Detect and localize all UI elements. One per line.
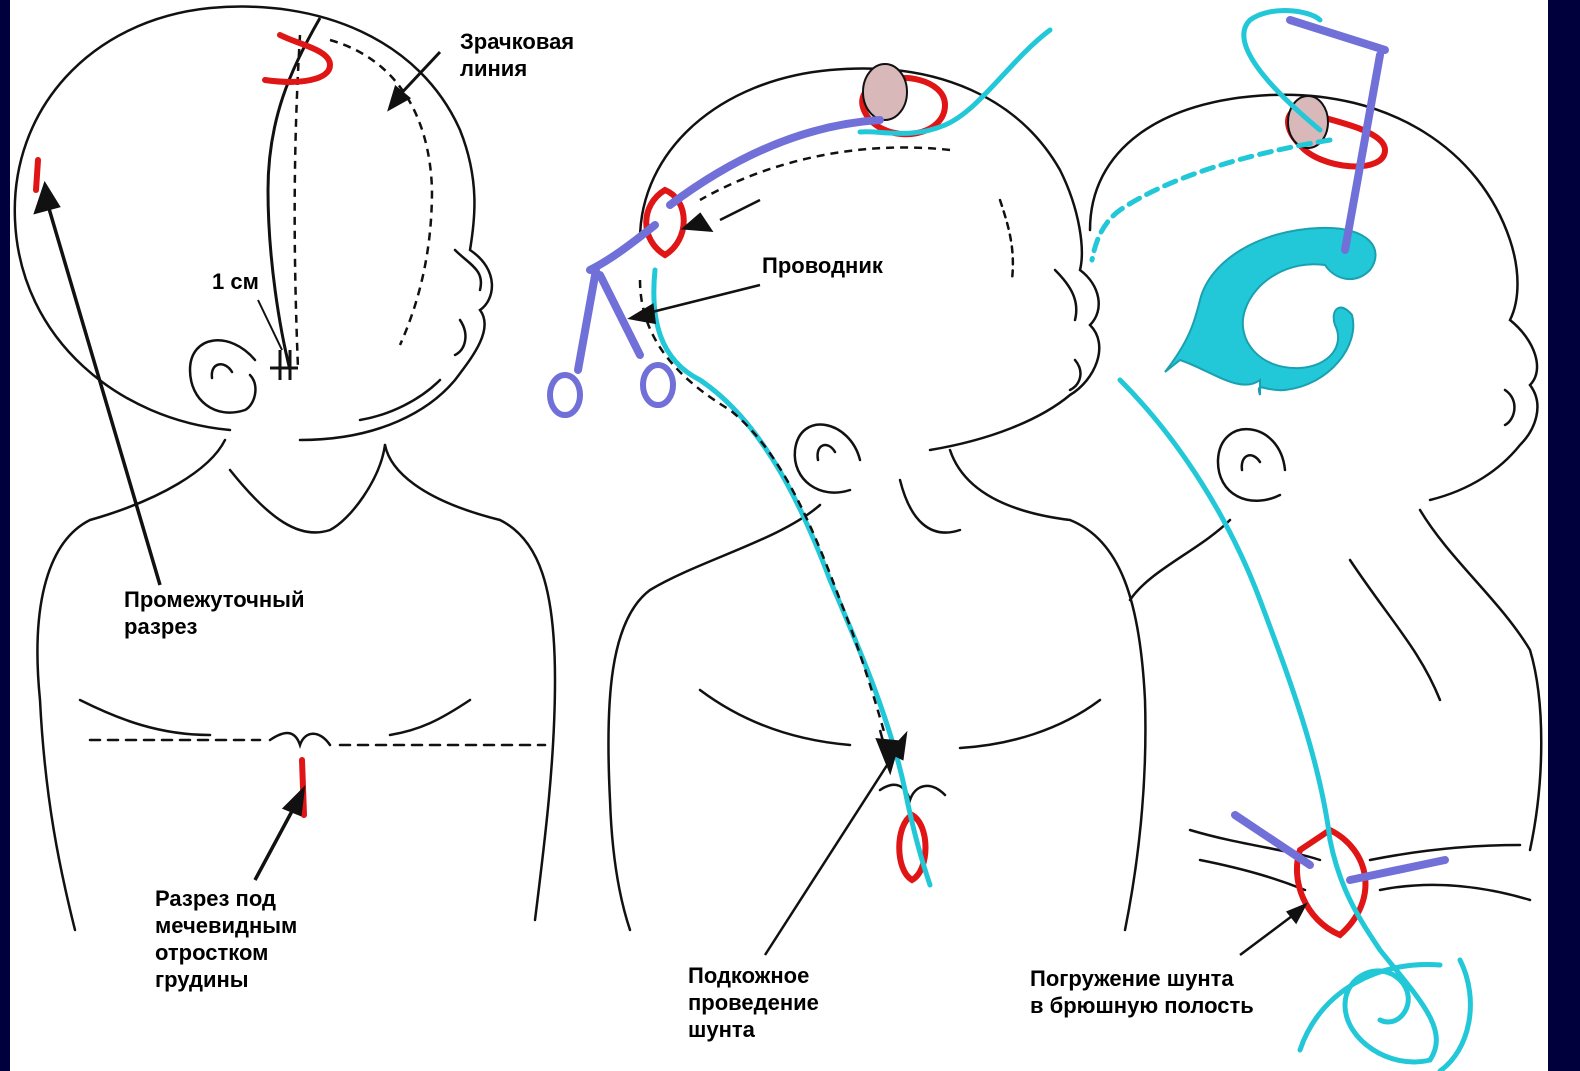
reservoir-2	[863, 64, 907, 120]
subcutaneous-tunneling-label-line3: шунта	[688, 1016, 819, 1043]
xiphoid-incision-label-line2: мечевидным	[155, 912, 297, 939]
peritoneal-insertion-label-line2: в брюшную полость	[1030, 992, 1254, 1019]
subcutaneous-tunneling-label: Подкожное проведение шунта	[688, 962, 819, 1043]
xiphoid-incision-label: Разрез под мечевидным отростком груди­ны	[155, 885, 297, 993]
pupil-line-label-line2: линия	[460, 55, 574, 82]
peritoneal-insertion-label: Погружение шунта в брюшную полость	[1030, 965, 1254, 1019]
intermediate-incision-label: Промежуточный разрез	[124, 586, 304, 640]
pupil-line-label-line1: Зрачковая	[460, 28, 574, 55]
subcutaneous-tunneling-label-line2: проведение	[688, 989, 819, 1016]
intermediate-incision-label-line1: Промежуточный	[124, 586, 304, 613]
xiphoid-incision-label-line1: Разрез под	[155, 885, 297, 912]
intermediate-incision-label-line2: разрез	[124, 613, 304, 640]
guide-label: Проводник	[762, 252, 883, 279]
xiphoid-incision-label-line3: отростком	[155, 939, 297, 966]
one-cm-label: 1 см	[212, 268, 259, 295]
xiphoid-incision-label-line4: груди­ны	[155, 966, 297, 993]
peritoneal-insertion-label-line1: Погружение шунта	[1030, 965, 1254, 992]
subcutaneous-tunneling-label-line1: Подкожное	[688, 962, 819, 989]
pupil-line-label: Зрачковая линия	[460, 28, 574, 82]
